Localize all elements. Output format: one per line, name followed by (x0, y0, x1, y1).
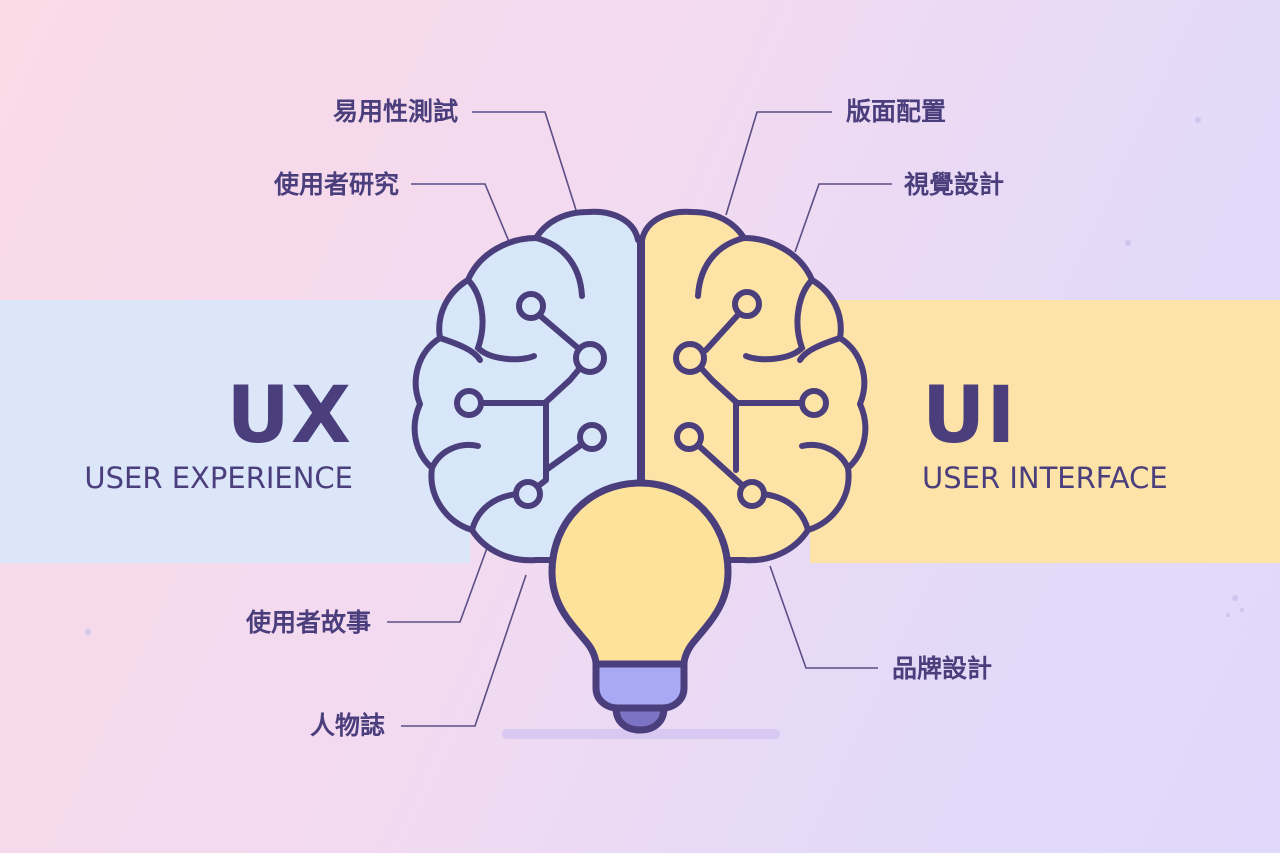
connector-research (411, 183, 511, 245)
node-right-low (674, 422, 704, 452)
node-left-side (454, 388, 484, 418)
node-left-bottom (513, 479, 543, 509)
bulb-base (592, 660, 688, 712)
node-right-mid (673, 341, 707, 375)
label-visual-design: 視覺設計 (904, 170, 1005, 199)
floor-shadow (502, 729, 780, 739)
node-right-side (799, 388, 829, 418)
ui-title: UI (922, 371, 1017, 461)
connector-persona (401, 574, 527, 727)
ux-subtitle: USER EXPERIENCE (84, 461, 353, 495)
brain-icon (411, 208, 869, 564)
bulb-glass (548, 479, 732, 668)
label-usability-testing: 易用性測試 (332, 97, 458, 126)
brain-right-folds (695, 235, 851, 533)
node-left-top (516, 291, 546, 321)
ux-band (0, 300, 470, 563)
node-right-top (732, 289, 762, 319)
ui-subtitle: USER INTERFACE (922, 461, 1168, 495)
brain-left-folds (429, 235, 585, 533)
ui-band (810, 300, 1280, 563)
connector-brand (769, 565, 878, 669)
label-user-research: 使用者研究 (273, 170, 399, 199)
ux-title: UX (226, 371, 352, 461)
node-left-low (577, 422, 607, 452)
connector-stories (387, 547, 488, 623)
lightbulb-icon (548, 479, 732, 734)
label-persona: 人物誌 (309, 711, 385, 740)
decorative-dots (85, 117, 1244, 635)
connector-visual (794, 183, 892, 253)
node-right-bottom (737, 479, 767, 509)
label-branding: 品牌設計 (892, 654, 993, 683)
label-layout: 版面配置 (846, 97, 947, 126)
brain-left-hemisphere (411, 208, 643, 564)
circuit-node-icon (673, 289, 829, 509)
bulb-cap (612, 704, 668, 734)
connector-layout (725, 111, 832, 216)
circuit-node-icon (454, 291, 607, 509)
connector-usability (472, 111, 577, 211)
node-left-mid (573, 341, 607, 375)
label-user-stories: 使用者故事 (245, 608, 371, 637)
connector-lines (387, 111, 892, 727)
